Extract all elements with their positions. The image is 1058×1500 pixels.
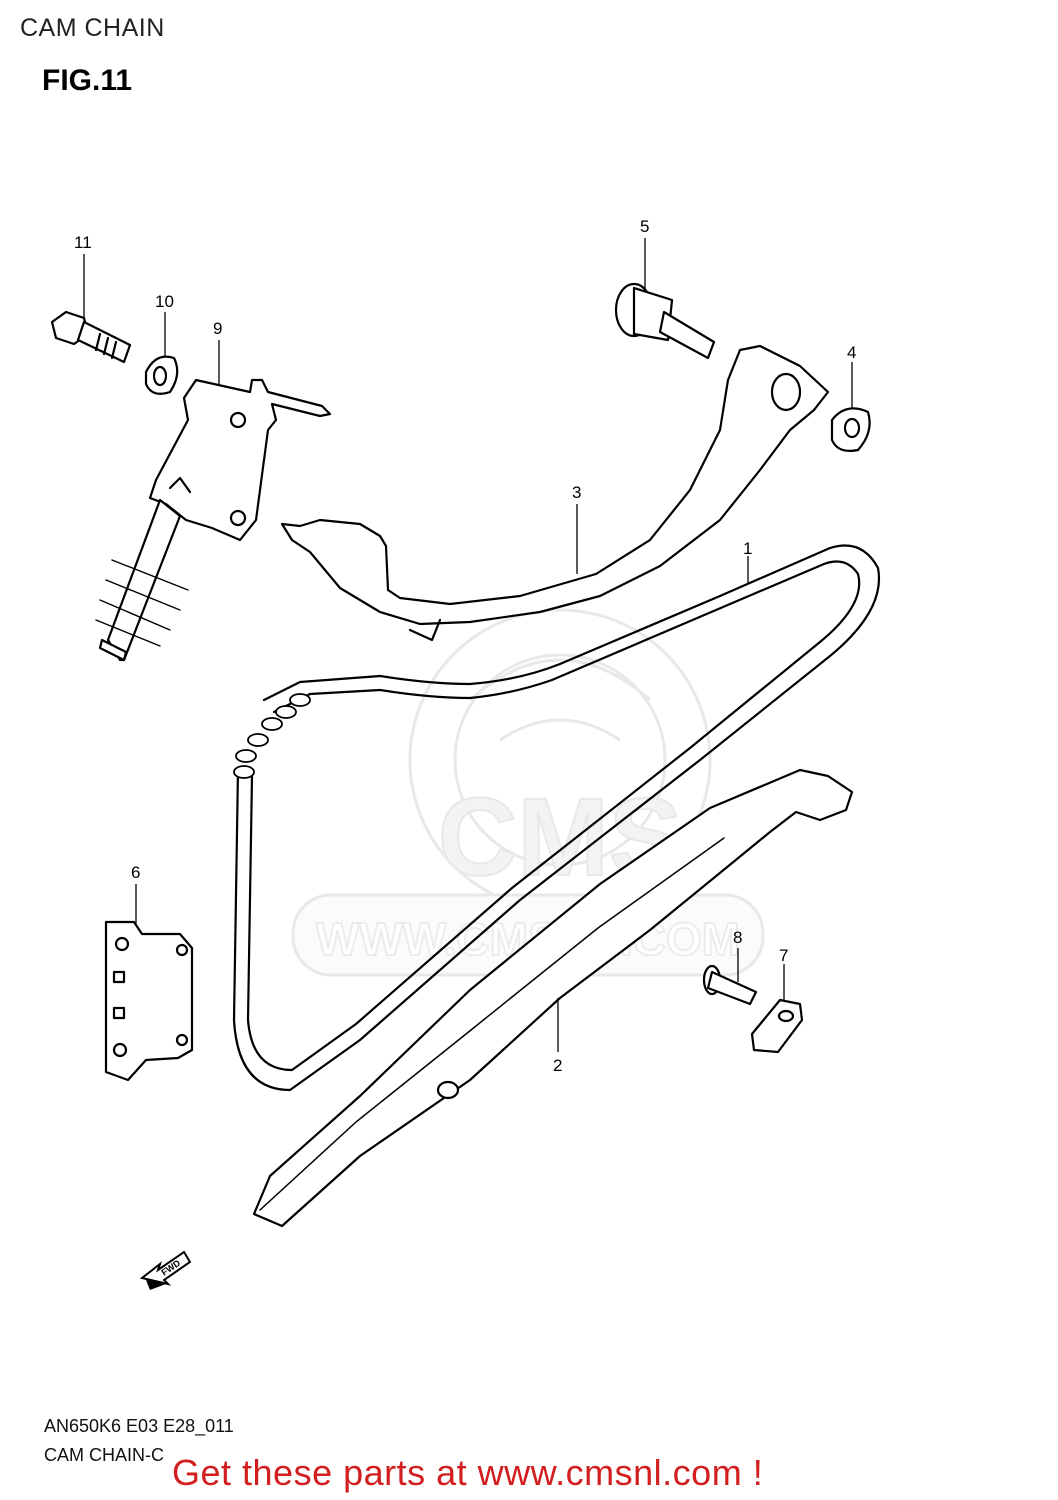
callout-4: 4 xyxy=(847,343,856,362)
fwd-arrow-icon: FWD xyxy=(139,1250,192,1290)
callout-9: 9 xyxy=(213,319,222,338)
watermark-url: WWW.CMSNL.COM xyxy=(316,913,740,965)
part-3-chain-tensioner-guide[interactable] xyxy=(280,344,830,642)
callout-2: 2 xyxy=(553,1056,562,1075)
page-title: CAM CHAIN xyxy=(20,14,165,42)
callout-labels: 1 2 3 4 5 6 7 8 9 10 11 xyxy=(74,217,856,1075)
part-11-bolt[interactable] xyxy=(50,310,132,364)
callout-1: 1 xyxy=(743,539,752,558)
callout-8: 8 xyxy=(733,928,742,947)
part-5-pivot-bolt[interactable] xyxy=(614,282,716,360)
part-2-chain-guide[interactable] xyxy=(252,768,854,1228)
callout-5: 5 xyxy=(640,217,649,236)
callout-10: 10 xyxy=(155,292,174,311)
callout-7: 7 xyxy=(779,946,788,965)
part-7-guide-stopper[interactable] xyxy=(750,998,804,1054)
promo-link[interactable]: Get these parts at www.cmsnl.com ! xyxy=(172,1452,764,1493)
part-1-cam-chain[interactable] xyxy=(232,544,881,1092)
part-9-tensioner-adjuster[interactable] xyxy=(95,378,332,662)
callout-3: 3 xyxy=(572,483,581,502)
cms-watermark: CMS WWW.CMSNL.COM xyxy=(291,608,765,977)
chain-links xyxy=(233,693,311,779)
model-code: AN650K6 E03 E28_011 xyxy=(44,1416,234,1436)
part-4-washer[interactable] xyxy=(830,407,871,452)
callout-leaders xyxy=(83,238,853,1052)
figure-number: FIG.11 xyxy=(42,64,133,97)
part-6-guide-plate[interactable] xyxy=(104,920,194,1082)
part-8-screw[interactable] xyxy=(702,964,758,1006)
section-name: CAM CHAIN-C xyxy=(44,1445,164,1465)
callout-6: 6 xyxy=(131,863,140,882)
part-10-washer[interactable] xyxy=(144,355,179,395)
callout-11: 11 xyxy=(74,233,92,252)
